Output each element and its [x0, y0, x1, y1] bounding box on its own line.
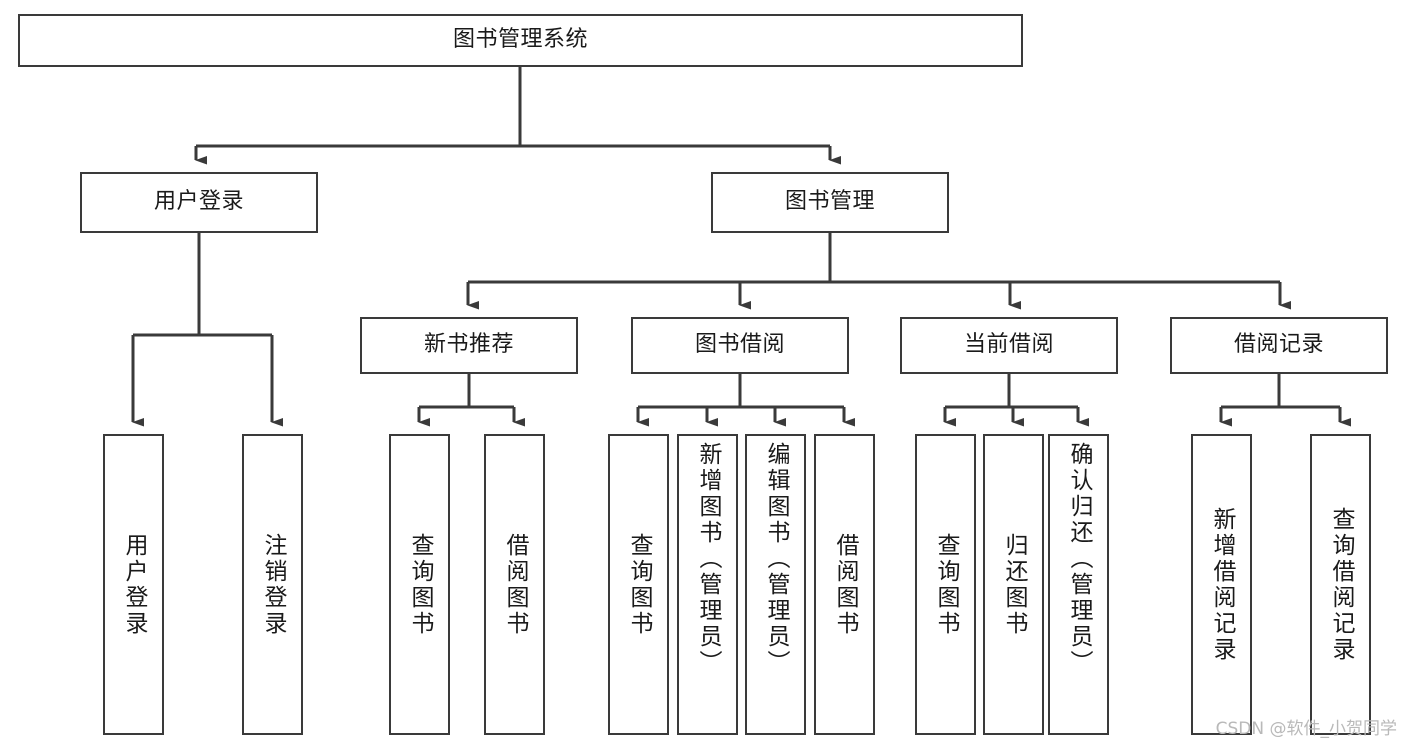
- leaf-bb-add-book[interactable]: 新增图书（管理员）: [677, 434, 738, 735]
- leaf-bb-borrow-book-label: 借阅图书: [832, 532, 858, 637]
- leaf-logout-label: 注销登录: [260, 532, 286, 637]
- leaf-br-query-record-label: 查询借阅记录: [1328, 506, 1354, 663]
- node-current-borrowing-label: 当前借阅: [963, 332, 1054, 358]
- leaf-nbr-query-book-label: 查询图书: [407, 532, 433, 637]
- leaf-cb-return-book-label: 归还图书: [1001, 532, 1027, 637]
- leaf-cb-query-book[interactable]: 查询图书: [915, 434, 976, 735]
- leaf-bb-add-book-label: 新增图书（管理员）: [695, 442, 721, 676]
- leaf-bb-query-book-label: 查询图书: [626, 532, 652, 637]
- leaf-cb-confirm-return-label: 确认归还（管理员）: [1066, 442, 1092, 676]
- node-borrowing-record[interactable]: 借阅记录: [1170, 317, 1388, 374]
- node-new-book-recommendation[interactable]: 新书推荐: [360, 317, 578, 374]
- leaf-nbr-borrow-book-label: 借阅图书: [502, 532, 528, 637]
- leaf-logout[interactable]: 注销登录: [242, 434, 303, 735]
- leaf-cb-query-book-label: 查询图书: [933, 532, 959, 637]
- node-user-login[interactable]: 用户登录: [80, 172, 318, 233]
- node-book-borrowing-label: 图书借阅: [694, 332, 785, 358]
- leaf-user-login-label: 用户登录: [121, 532, 147, 637]
- leaf-bb-edit-book-label: 编辑图书（管理员）: [763, 442, 789, 676]
- leaf-bb-query-book[interactable]: 查询图书: [608, 434, 669, 735]
- leaf-nbr-query-book[interactable]: 查询图书: [389, 434, 450, 735]
- node-borrowing-record-label: 借阅记录: [1233, 332, 1324, 358]
- leaf-bb-edit-book[interactable]: 编辑图书（管理员）: [745, 434, 806, 735]
- node-book-management-label: 图书管理: [784, 189, 875, 215]
- leaf-cb-return-book[interactable]: 归还图书: [983, 434, 1044, 735]
- leaf-br-add-record-label: 新增借阅记录: [1209, 506, 1235, 663]
- node-new-book-recommendation-label: 新书推荐: [423, 332, 514, 358]
- node-book-management[interactable]: 图书管理: [711, 172, 949, 233]
- node-root[interactable]: 图书管理系统: [18, 14, 1023, 67]
- leaf-br-query-record[interactable]: 查询借阅记录: [1310, 434, 1371, 735]
- leaf-user-login[interactable]: 用户登录: [103, 434, 164, 735]
- leaf-br-add-record[interactable]: 新增借阅记录: [1191, 434, 1252, 735]
- node-root-label: 图书管理系统: [452, 27, 588, 53]
- node-current-borrowing[interactable]: 当前借阅: [900, 317, 1118, 374]
- csdn-watermark: CSDN @软件_小贺同学: [1215, 719, 1397, 739]
- node-user-login-label: 用户登录: [153, 189, 244, 215]
- leaf-cb-confirm-return[interactable]: 确认归还（管理员）: [1048, 434, 1109, 735]
- node-book-borrowing[interactable]: 图书借阅: [631, 317, 849, 374]
- leaf-nbr-borrow-book[interactable]: 借阅图书: [484, 434, 545, 735]
- leaf-bb-borrow-book[interactable]: 借阅图书: [814, 434, 875, 735]
